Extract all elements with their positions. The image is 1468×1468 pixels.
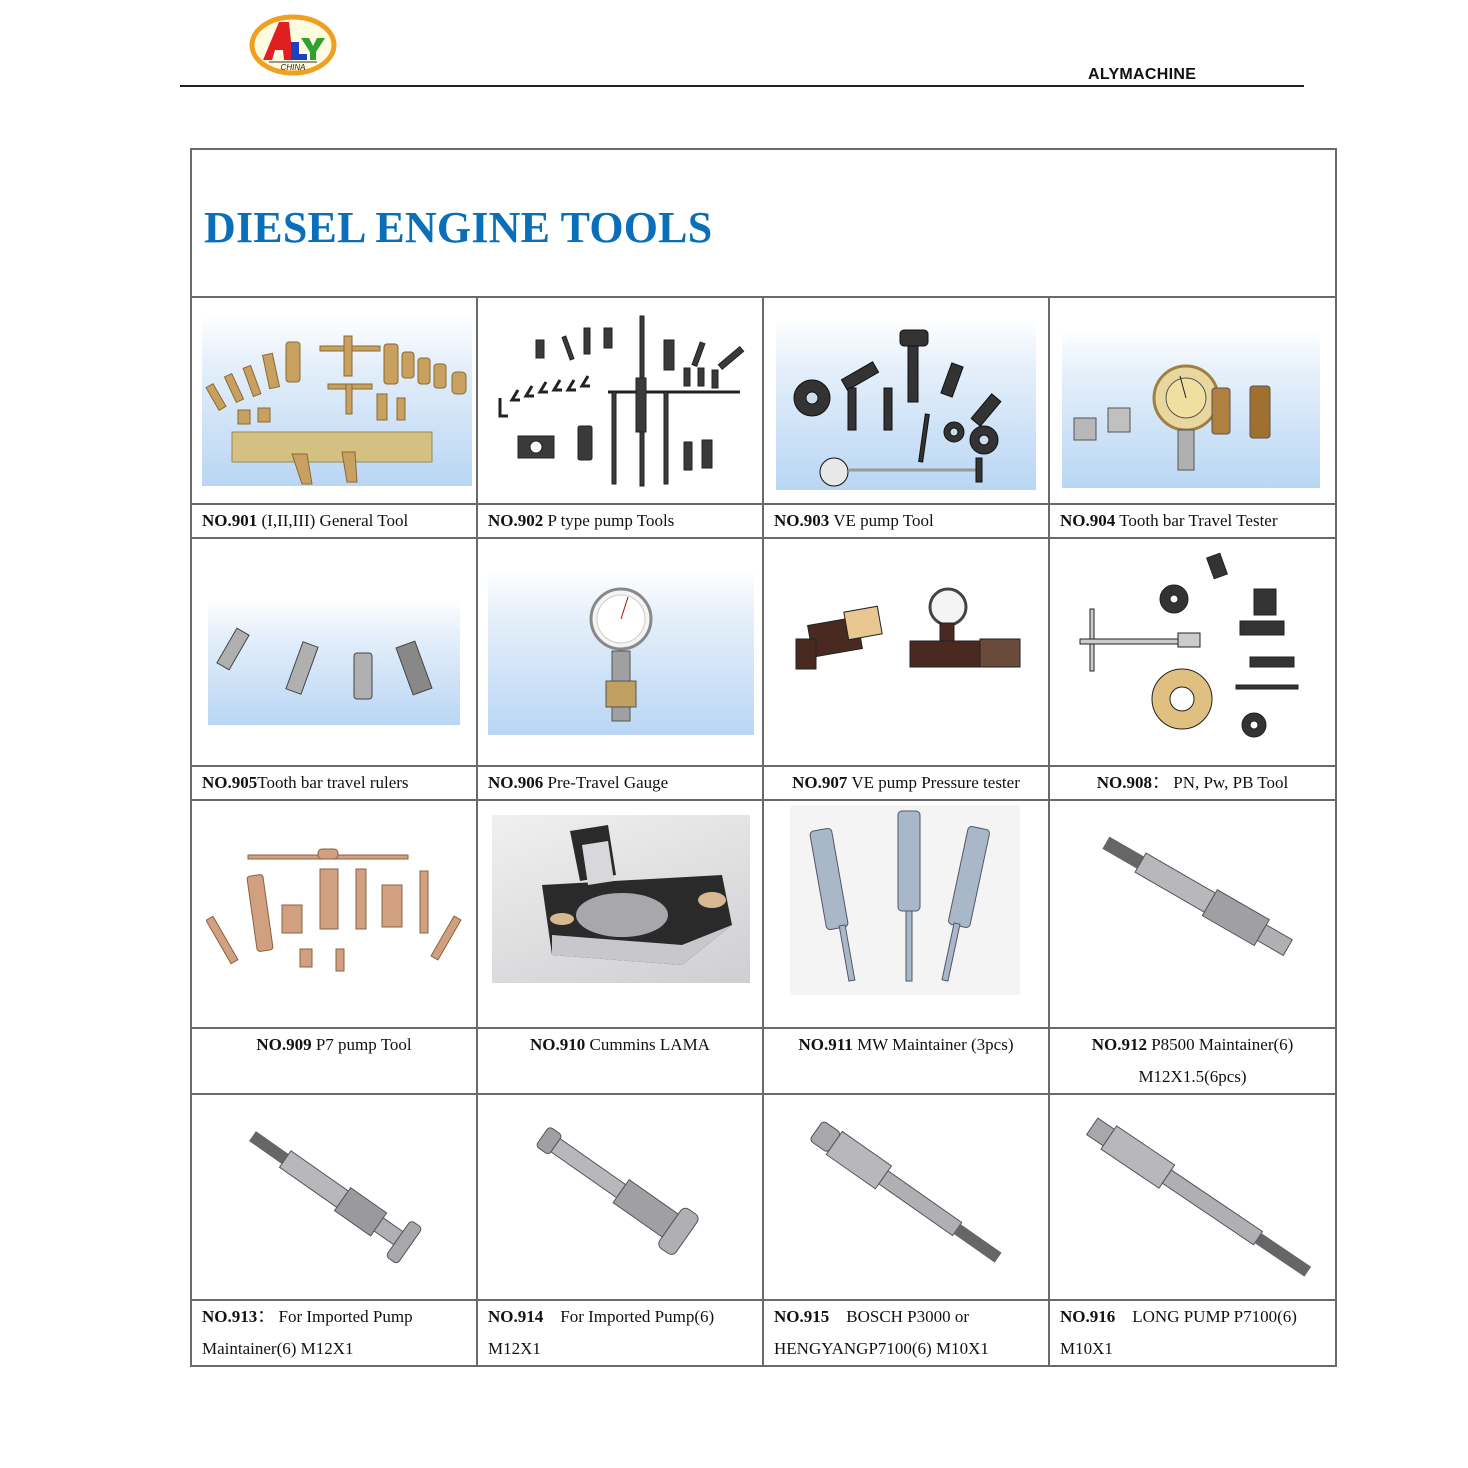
product-photo-903 xyxy=(776,318,1036,490)
product-number: NO.904 xyxy=(1060,511,1116,530)
product-description-line2: Maintainer(6) M12X1 xyxy=(202,1339,354,1358)
product-photo-915 xyxy=(794,1115,1034,1285)
product-caption: NO.902 P type pump Tools xyxy=(476,503,764,539)
product-catalog-table: DIESEL ENGINE TOOLS xyxy=(189,148,1338,1367)
product-caption: NO.912 P8500 Maintainer(6) M12X1.5(6pcs) xyxy=(1047,1027,1338,1095)
product-photo-908 xyxy=(1070,549,1320,759)
product-photo-909 xyxy=(206,845,468,995)
product-image-cell xyxy=(1047,296,1338,505)
header-divider xyxy=(180,85,1304,87)
title-cell: DIESEL ENGINE TOOLS xyxy=(189,148,1338,298)
product-description: ： For Imported Pump xyxy=(257,1307,413,1326)
product-description: Tooth bar Travel Tester xyxy=(1115,511,1278,530)
product-image-cell xyxy=(476,537,764,767)
product-image-cell xyxy=(190,537,478,767)
page-title: DIESEL ENGINE TOOLS xyxy=(204,203,713,252)
product-image-cell xyxy=(190,799,478,1029)
product-description: For Imported Pump(6) xyxy=(543,1307,715,1326)
product-caption: NO.914 For Imported Pump(6)M12X1 xyxy=(476,1299,764,1367)
brand-name: ALYMACHINE xyxy=(1088,66,1197,83)
product-number: NO.905 xyxy=(202,773,258,792)
svg-text:CHINA: CHINA xyxy=(281,63,306,72)
product-photo-901 xyxy=(202,314,472,486)
product-description: ： PN, Pw, PB Tool xyxy=(1152,773,1289,792)
product-photo-912 xyxy=(1090,821,1320,981)
product-image-cell xyxy=(762,799,1050,1029)
product-description: MW Maintainer (3pcs) xyxy=(852,1035,1014,1054)
product-number: NO.902 xyxy=(488,511,544,530)
product-description: Pre-Travel Gauge xyxy=(543,773,669,792)
product-number: NO.908 xyxy=(1096,773,1152,792)
product-description: Tooth bar travel rulers xyxy=(257,773,409,792)
product-photo-916 xyxy=(1070,1111,1330,1287)
product-image-cell xyxy=(476,296,764,505)
product-image-cell xyxy=(1047,537,1338,767)
product-description: P type pump Tools xyxy=(543,511,675,530)
product-caption: NO.915 BOSCH P3000 or HENGYANGP7100(6) M1… xyxy=(762,1299,1050,1367)
company-logo: CHINA xyxy=(249,14,337,76)
product-image-cell xyxy=(762,537,1050,767)
product-image-cell xyxy=(476,1093,764,1301)
product-photo-913 xyxy=(232,1115,452,1285)
product-number: NO.914 xyxy=(488,1307,544,1326)
product-image-cell xyxy=(1047,799,1338,1029)
product-caption: NO.911 MW Maintainer (3pcs) xyxy=(762,1027,1050,1095)
product-number: NO.910 xyxy=(530,1035,586,1054)
product-number: NO.912 xyxy=(1091,1035,1147,1054)
product-photo-904 xyxy=(1062,328,1320,488)
product-number: NO.915 xyxy=(774,1307,830,1326)
product-description: LONG PUMP P7100(6) xyxy=(1115,1307,1297,1326)
product-image-cell xyxy=(476,799,764,1029)
product-photo-914 xyxy=(522,1115,742,1285)
product-photo-910 xyxy=(492,815,750,983)
product-caption: NO.906 Pre-Travel Gauge xyxy=(476,765,764,801)
product-number: NO.909 xyxy=(256,1035,312,1054)
product-description: (I,II,III) General Tool xyxy=(257,511,409,530)
product-caption: NO.905Tooth bar travel rulers xyxy=(190,765,478,801)
product-description: P7 pump Tool xyxy=(311,1035,412,1054)
product-photo-906 xyxy=(488,569,754,735)
product-number: NO.906 xyxy=(488,773,544,792)
product-caption: NO.909 P7 pump Tool xyxy=(190,1027,478,1095)
product-number: NO.911 xyxy=(798,1035,853,1054)
product-caption: NO.910 Cummins LAMA xyxy=(476,1027,764,1095)
product-photo-902 xyxy=(488,308,758,493)
product-caption: NO.903 VE pump Tool xyxy=(762,503,1050,539)
product-image-cell xyxy=(190,296,478,505)
product-description: VE pump Tool xyxy=(829,511,934,530)
product-caption: NO.916 LONG PUMP P7100(6)M10X1 xyxy=(1047,1299,1338,1367)
product-description-line2: M12X1 xyxy=(488,1339,541,1358)
product-number: NO.901 xyxy=(202,511,258,530)
product-photo-907 xyxy=(780,579,1036,719)
product-image-cell xyxy=(762,1093,1050,1301)
product-number: NO.916 xyxy=(1060,1307,1116,1326)
product-caption: NO.901 (I,II,III) General Tool xyxy=(190,503,478,539)
product-description: BOSCH P3000 or xyxy=(829,1307,970,1326)
product-photo-905 xyxy=(208,599,460,725)
product-description-line2: HENGYANGP7100(6) M10X1 xyxy=(774,1339,989,1358)
product-description: Cummins LAMA xyxy=(585,1035,710,1054)
product-number: NO.903 xyxy=(774,511,830,530)
product-number: NO.907 xyxy=(792,773,848,792)
product-photo-911 xyxy=(790,805,1020,995)
product-number: NO.913 xyxy=(202,1307,258,1326)
product-description-line2: M10X1 xyxy=(1060,1339,1113,1358)
product-caption: NO.904 Tooth bar Travel Tester xyxy=(1047,503,1338,539)
product-caption: NO.908： PN, Pw, PB Tool xyxy=(1047,765,1338,801)
product-caption: NO.907 VE pump Pressure tester xyxy=(762,765,1050,801)
product-image-cell xyxy=(1047,1093,1338,1301)
product-description-line2: M12X1.5(6pcs) xyxy=(1138,1067,1247,1086)
product-image-cell xyxy=(190,1093,478,1301)
product-image-cell xyxy=(762,296,1050,505)
product-description: P8500 Maintainer(6) xyxy=(1146,1035,1294,1054)
product-description: VE pump Pressure tester xyxy=(847,773,1020,792)
